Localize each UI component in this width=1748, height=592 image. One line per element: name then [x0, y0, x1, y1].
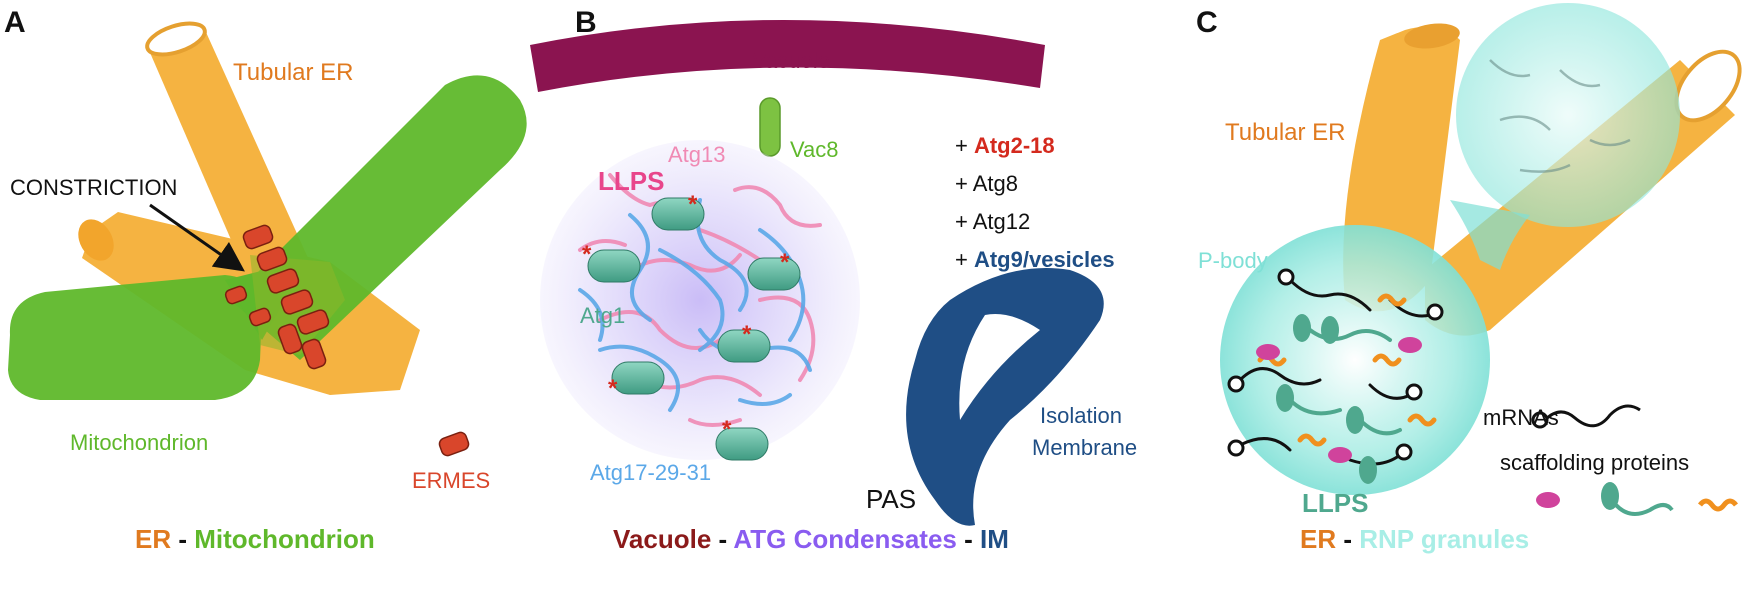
vacuole-label: Vacuole: [752, 48, 830, 73]
svg-text:*: *: [742, 321, 752, 348]
mitochondrion-label: Mitochondrion: [70, 430, 208, 455]
panel-a-letter: A: [4, 6, 26, 39]
membrane-label: Membrane: [1032, 435, 1137, 460]
atg1-phospho-stars: * * * * * *: [582, 191, 790, 443]
caption-sep-a: -: [171, 524, 194, 554]
caption-sep-b1: -: [711, 524, 733, 554]
llps-label-b: LLPS: [598, 166, 664, 196]
upper-strands: [1489, 59, 1631, 173]
caption-er-a: ER: [135, 524, 171, 554]
atg8-label: + Atg8: [955, 171, 1018, 196]
tubular-er-label-c: Tubular ER: [1225, 119, 1346, 146]
upper-pbody-sphere: [1456, 3, 1680, 227]
plus-sign-4: +: [955, 247, 974, 272]
panel-c-letter: C: [1196, 6, 1218, 39]
lower-pbody-sphere: [1220, 225, 1490, 495]
tubular-er-upper-shape: [145, 21, 318, 302]
atg218-label: Atg2-18: [974, 133, 1055, 158]
atg218-line: + Atg2-18: [955, 133, 1055, 158]
llps-label-c: LLPS: [1302, 488, 1368, 518]
caption-er-c: ER: [1300, 524, 1336, 554]
svg-text:*: *: [780, 249, 790, 276]
pink-scaffolds: [1256, 337, 1422, 463]
caption-sep-c: -: [1336, 524, 1359, 554]
panel-c-caption: ER - RNP granules: [1300, 524, 1529, 554]
constriction-arrow: [149, 203, 245, 272]
caption-im: IM: [980, 524, 1009, 554]
vacuole-shape: [530, 20, 1045, 92]
svg-text:*: *: [688, 191, 698, 218]
pbody-label: P-body: [1198, 248, 1268, 273]
pink-scaffold-legend-icon: [1536, 492, 1560, 508]
caption-rnp: RNP granules: [1359, 524, 1529, 554]
atg1-complexes: [587, 197, 801, 461]
svg-text:*: *: [722, 416, 732, 443]
caption-vacuole: Vacuole: [613, 524, 711, 554]
panel-c: C Tubular ER P-body mRNAs scaffolding pr…: [1196, 3, 1742, 554]
atg17-label: Atg17-29-31: [590, 460, 711, 485]
orange-scaffold-legend-icon: [1698, 498, 1738, 512]
atg9-line: + Atg9/vesicles: [955, 247, 1115, 272]
isolation-membrane-shape: [906, 268, 1104, 526]
caption-sep-b2: -: [957, 524, 980, 554]
panel-b-caption: Vacuole - ATG Condensates - IM: [613, 524, 1009, 554]
plus-sign-1: +: [955, 133, 974, 158]
pas-label: PAS: [866, 484, 916, 514]
ermes-label: ERMES: [412, 468, 490, 493]
atg13-label: Atg13: [668, 142, 726, 167]
isolation-label: Isolation: [1040, 403, 1122, 428]
svg-text:*: *: [608, 375, 618, 402]
green-scaffold-legend-icon: [1601, 482, 1674, 516]
atg1-label: Atg1: [580, 303, 625, 328]
scaffolding-label: scaffolding proteins: [1500, 450, 1689, 475]
atg9-label: Atg9/vesicles: [974, 247, 1115, 272]
svg-text:*: *: [582, 241, 592, 268]
mrna-caps: [1227, 268, 1444, 461]
green-scaffold-heads: [1276, 314, 1377, 484]
caption-atg: ATG Condensates: [733, 524, 956, 554]
ermes-legend-icon: [438, 431, 470, 457]
mrna-legend-icon: [1543, 404, 1641, 428]
caption-mito: Mitochondrion: [194, 524, 375, 554]
tubular-er-label-a: Tubular ER: [233, 59, 354, 86]
panel-a: A Tubular ER CONSTRICTION Mitochondrion …: [4, 6, 527, 554]
vac8-shape: [759, 97, 781, 157]
mrna-legend-cap: [1531, 411, 1549, 429]
atg12-label: + Atg12: [955, 209, 1030, 234]
constriction-label: CONSTRICTION: [10, 175, 177, 200]
vac8-label: Vac8: [790, 137, 839, 162]
atg-condensate-sphere: [540, 140, 860, 460]
mrna-strands: [1238, 278, 1432, 466]
panel-b: * * * * * * B Vacuole Vac8 LLPS Atg13 At…: [530, 6, 1137, 554]
mrnas-label: mRNAs: [1483, 405, 1559, 430]
atg17-fibers: [578, 198, 812, 412]
pbody-neck: [1450, 200, 1530, 270]
ermes-cluster: [224, 224, 330, 370]
panel-a-caption: ER - Mitochondrion: [135, 524, 375, 554]
panel-b-letter: B: [575, 6, 597, 39]
